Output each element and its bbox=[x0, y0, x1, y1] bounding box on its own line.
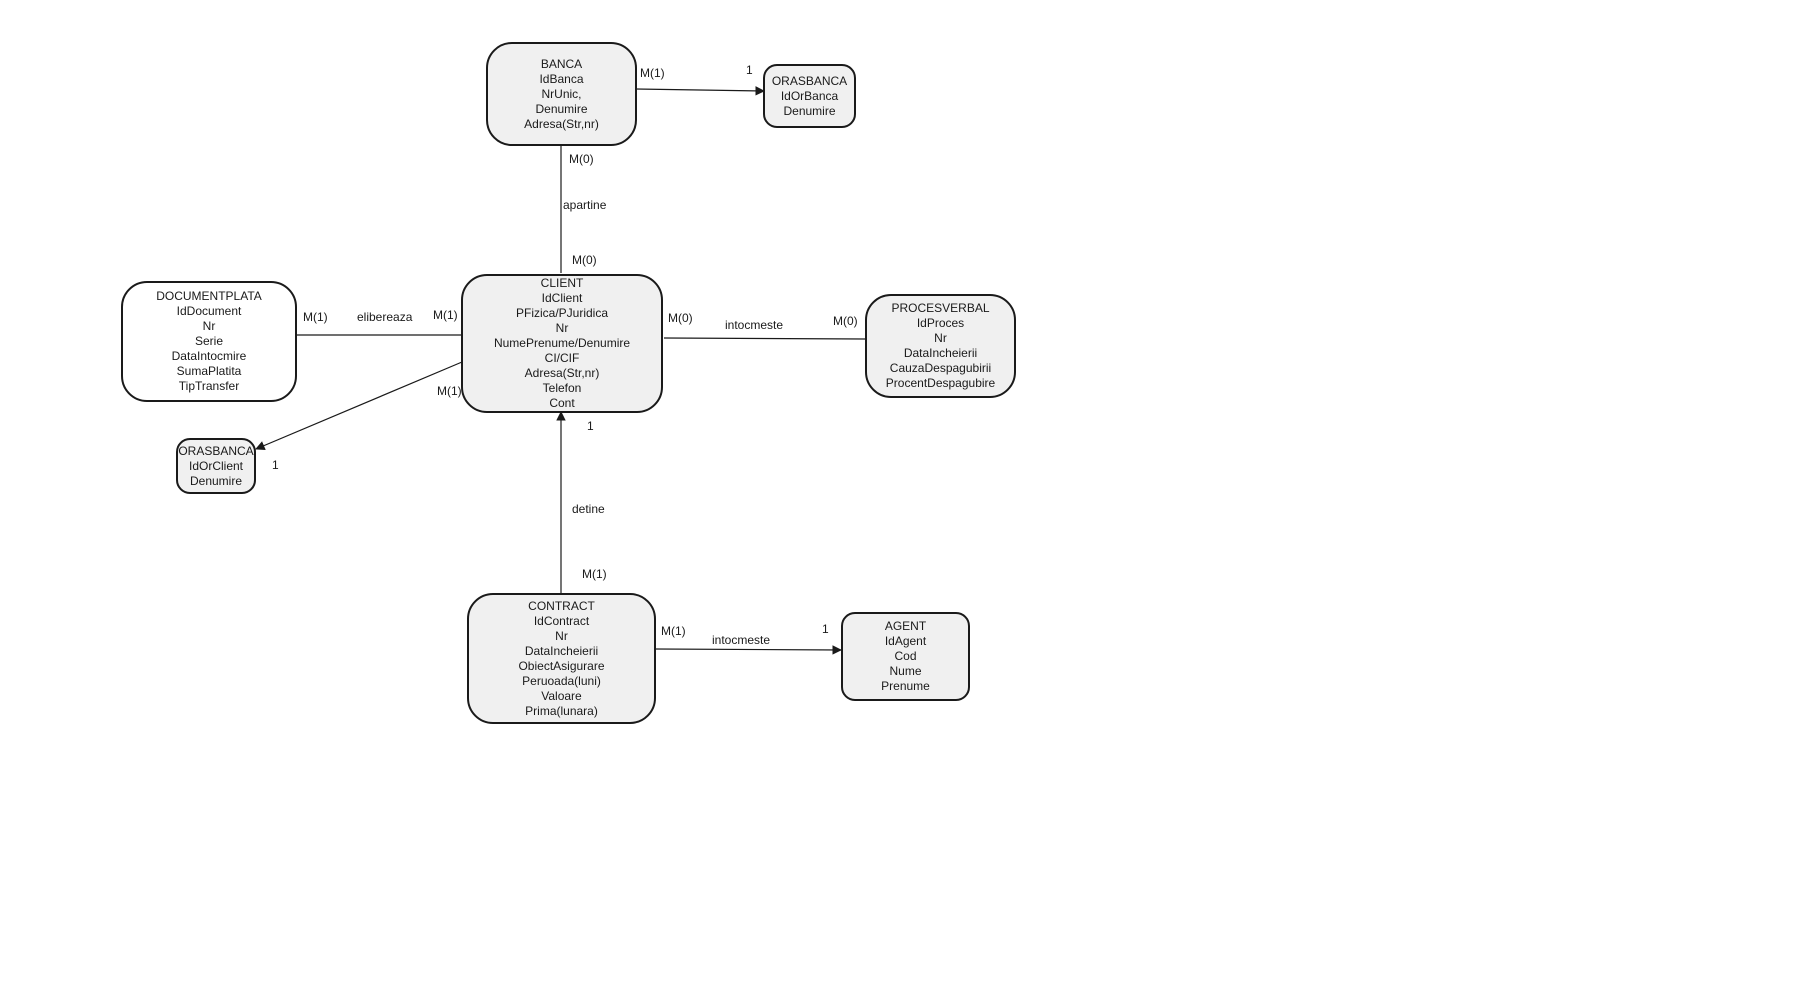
entity-orasbanca-client[interactable]: ORASBANCA IdOrClient Denumire bbox=[176, 438, 256, 494]
entity-banca[interactable]: BANCA IdBanca NrUnic, Denumire Adresa(St… bbox=[486, 42, 637, 146]
entity-agent-attr: IdAgent bbox=[884, 634, 927, 648]
entity-contract-title: CONTRACT bbox=[528, 598, 595, 613]
card-contract-client-to: 1 bbox=[587, 419, 594, 433]
entity-banca-attr: NrUnic, bbox=[541, 86, 582, 101]
entity-client-attr: CI/CIF bbox=[544, 351, 580, 365]
entity-contract-attr: DataIncheierii bbox=[524, 643, 599, 658]
entity-documentplata-attr: IdDocument bbox=[176, 304, 242, 318]
entity-documentplata-attr: TipTransfer bbox=[178, 379, 240, 393]
entity-client-attr: NumePrenume/Denumire bbox=[493, 336, 631, 350]
entity-agent-attr: Prenume bbox=[881, 679, 930, 693]
rel-intocmeste-agent-label: intocmeste bbox=[712, 633, 771, 647]
card-document-client-to: M(1) bbox=[433, 308, 458, 322]
entity-documentplata-attr: SumaPlatita bbox=[176, 364, 242, 378]
entity-procesverbal-attr: ProcentDespagubire bbox=[885, 376, 996, 390]
card-contract-agent-from: M(1) bbox=[661, 624, 686, 638]
card-contract-client-from: M(1) bbox=[582, 567, 607, 581]
entity-banca-title: BANCA bbox=[540, 56, 583, 71]
edge-banca-orasbanca bbox=[635, 86, 765, 96]
card-banca-orasbanca-from: M(1) bbox=[640, 66, 665, 80]
entity-procesverbal-attr: IdProces bbox=[916, 316, 965, 330]
entity-contract-attr: Peruoada(luni) bbox=[522, 673, 601, 688]
edge-client-orasbanca bbox=[255, 361, 463, 451]
entity-agent-title: AGENT bbox=[884, 619, 927, 633]
card-client-procesverbal-from: M(0) bbox=[668, 311, 693, 325]
entity-orasbanca-banca-title: ORASBANCA bbox=[771, 73, 848, 88]
entity-documentplata[interactable]: DOCUMENTPLATA IdDocument Nr Serie DataIn… bbox=[121, 281, 297, 402]
edge-client-procesverbal bbox=[663, 337, 866, 340]
entity-procesverbal-attr: DataIncheierii bbox=[903, 346, 978, 360]
entity-documentplata-attr: DataIntocmire bbox=[171, 349, 247, 363]
card-contract-agent-to: 1 bbox=[822, 622, 829, 636]
entity-agent[interactable]: AGENT IdAgent Cod Nume Prenume bbox=[841, 612, 970, 701]
card-banca-orasbanca-to: 1 bbox=[746, 63, 753, 77]
entity-orasbanca-client-attr: IdOrClient bbox=[188, 458, 244, 473]
card-client-orasbanca-to: 1 bbox=[272, 458, 279, 472]
entity-client-attr: Nr bbox=[555, 321, 569, 335]
entity-documentplata-attr: Nr bbox=[202, 319, 216, 333]
entity-procesverbal[interactable]: PROCESVERBAL IdProces Nr DataIncheierii … bbox=[865, 294, 1016, 398]
rel-intocmeste-label: intocmeste bbox=[725, 318, 784, 332]
entity-procesverbal-attr: Nr bbox=[934, 331, 947, 345]
entity-contract-attr: IdContract bbox=[533, 613, 590, 628]
rel-apartine-label: apartine bbox=[563, 198, 607, 212]
entity-agent-attr: Nume bbox=[889, 664, 922, 678]
entity-contract-attr: Prima(lunara) bbox=[525, 703, 598, 718]
entity-banca-attr: Adresa(Str,nr) bbox=[524, 116, 599, 131]
card-document-client-from: M(1) bbox=[303, 310, 328, 324]
entity-orasbanca-client-title: ORASBANCA bbox=[178, 443, 254, 458]
card-banca-client-to: M(0) bbox=[572, 253, 597, 267]
entity-agent-attr: Cod bbox=[894, 649, 917, 663]
entity-orasbanca-banca-attr: IdOrBanca bbox=[780, 88, 839, 103]
entity-banca-attr: IdBanca bbox=[539, 71, 584, 86]
entity-client-title: CLIENT bbox=[540, 276, 584, 290]
card-client-orasbanca-from: M(1) bbox=[437, 384, 462, 398]
rel-detine-label: detine bbox=[572, 502, 605, 516]
entity-contract-attr: ObiectAsigurare bbox=[518, 658, 605, 673]
entity-client-attr: Telefon bbox=[542, 381, 582, 395]
rel-elibereaza-label: elibereaza bbox=[357, 310, 413, 324]
entity-orasbanca-client-attr: Denumire bbox=[189, 473, 243, 488]
entity-orasbanca-banca-attr: Denumire bbox=[783, 103, 836, 118]
card-client-procesverbal-to: M(0) bbox=[833, 314, 858, 328]
entity-procesverbal-title: PROCESVERBAL bbox=[891, 301, 990, 315]
card-banca-client-from: M(0) bbox=[569, 152, 594, 166]
entity-contract-attr: Valoare bbox=[541, 688, 582, 703]
entity-client-attr: Adresa(Str,nr) bbox=[524, 366, 600, 380]
entity-banca-attr: Denumire bbox=[535, 101, 588, 116]
edge-contract-agent bbox=[654, 645, 842, 655]
entity-client-attr: Cont bbox=[549, 396, 575, 410]
entity-client-attr: PFizica/PJuridica bbox=[515, 306, 609, 320]
entity-client-attr: IdClient bbox=[541, 291, 583, 305]
entity-contract-attr: Nr bbox=[555, 628, 568, 643]
entity-documentplata-attr: Serie bbox=[194, 334, 223, 348]
entity-orasbanca-banca[interactable]: ORASBANCA IdOrBanca Denumire bbox=[763, 64, 856, 128]
entity-documentplata-title: DOCUMENTPLATA bbox=[156, 289, 262, 303]
entity-contract[interactable]: CONTRACT IdContract Nr DataIncheierii Ob… bbox=[467, 593, 656, 724]
entity-procesverbal-attr: CauzaDespagubirii bbox=[889, 361, 992, 375]
entity-client[interactable]: CLIENT IdClient PFizica/PJuridica Nr Num… bbox=[461, 274, 663, 413]
